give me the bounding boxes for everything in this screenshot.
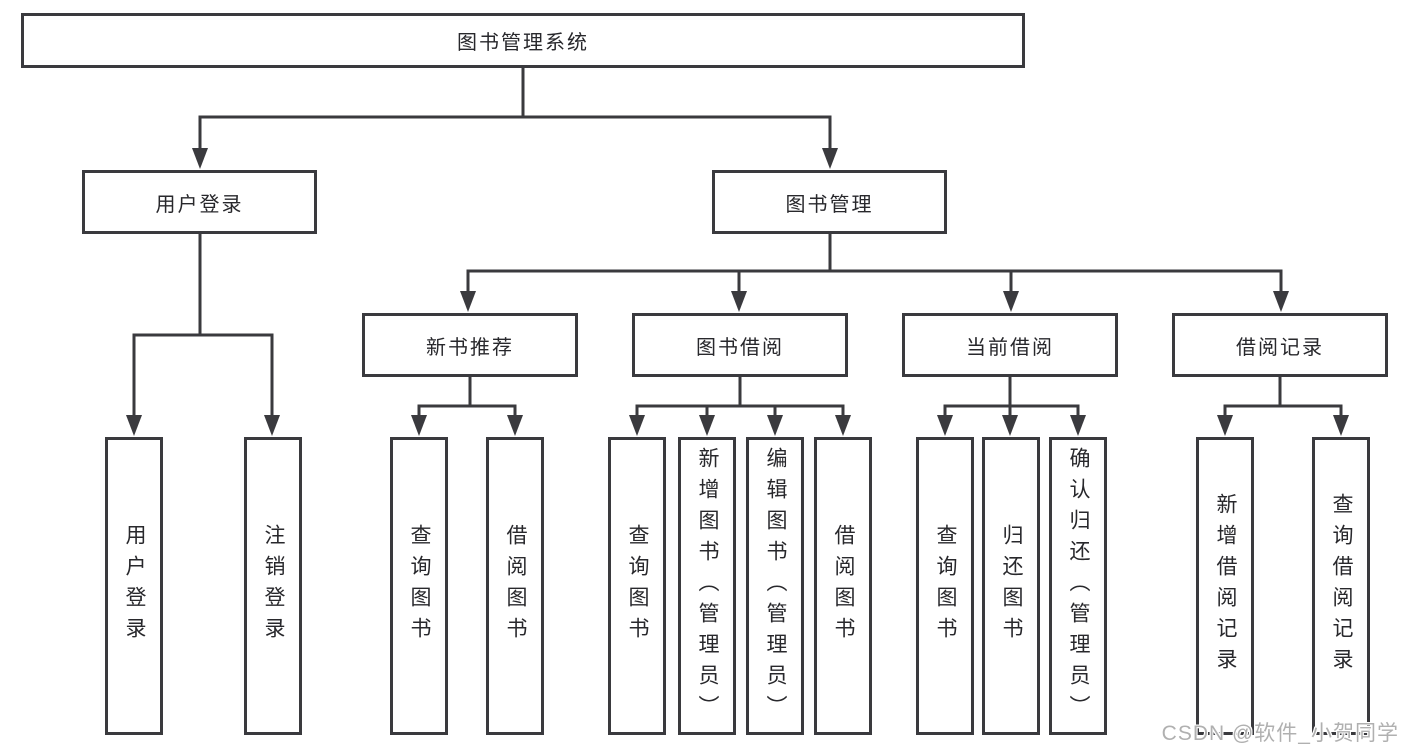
leaf-label: 新增图书（管理员） [696,446,719,726]
leaf-label: 借阅图书 [832,524,855,648]
leaf-label: 用户登录 [123,524,146,648]
node-book-borrow: 图书借阅 [632,313,848,377]
node-new-book-recommend: 新书推荐 [362,313,578,377]
leaf-query-books-recommend: 查询图书 [390,437,448,735]
node-label: 图书管理 [785,193,874,216]
node-root: 图书管理系统 [21,13,1025,68]
leaf-label: 归还图书 [1000,524,1023,648]
leaf-query-books-borrow: 查询图书 [608,437,666,735]
leaf-edit-book-admin: 编辑图书（管理员） [746,437,804,735]
leaf-add-book-admin: 新增图书（管理员） [678,437,736,735]
node-user-login: 用户登录 [82,170,317,234]
leaf-query-borrow-record: 查询借阅记录 [1312,437,1370,735]
node-label: 图书管理系统 [457,32,589,54]
leaf-label: 编辑图书（管理员） [764,446,787,726]
leaf-confirm-return-admin: 确认归还（管理员） [1049,437,1107,735]
leaf-query-books-current: 查询图书 [916,437,974,735]
leaf-add-borrow-record: 新增借阅记录 [1196,437,1254,735]
node-label: 新书推荐 [426,336,514,359]
leaf-label: 新增借阅记录 [1214,493,1237,679]
node-label: 借阅记录 [1236,336,1324,359]
node-borrow-records: 借阅记录 [1172,313,1388,377]
node-label: 当前借阅 [966,336,1054,359]
leaf-label: 借阅图书 [504,524,527,648]
node-book-management: 图书管理 [712,170,947,234]
node-label: 用户登录 [155,193,244,216]
leaf-label: 查询图书 [408,524,431,648]
leaf-borrow-books: 借阅图书 [814,437,872,735]
leaf-label: 查询借阅记录 [1330,493,1353,679]
node-label: 图书借阅 [696,336,784,359]
leaf-return-books: 归还图书 [982,437,1040,735]
leaf-user-login: 用户登录 [105,437,163,735]
node-current-borrow: 当前借阅 [902,313,1118,377]
leaf-label: 查询图书 [934,524,957,648]
leaf-logout: 注销登录 [244,437,302,735]
csdn-watermark: CSDN @软件_小贺同学 [1161,722,1399,745]
leaf-label: 查询图书 [626,524,649,648]
leaf-label: 注销登录 [262,524,285,648]
leaf-borrow-books-recommend: 借阅图书 [486,437,544,735]
leaf-label: 确认归还（管理员） [1067,446,1090,726]
